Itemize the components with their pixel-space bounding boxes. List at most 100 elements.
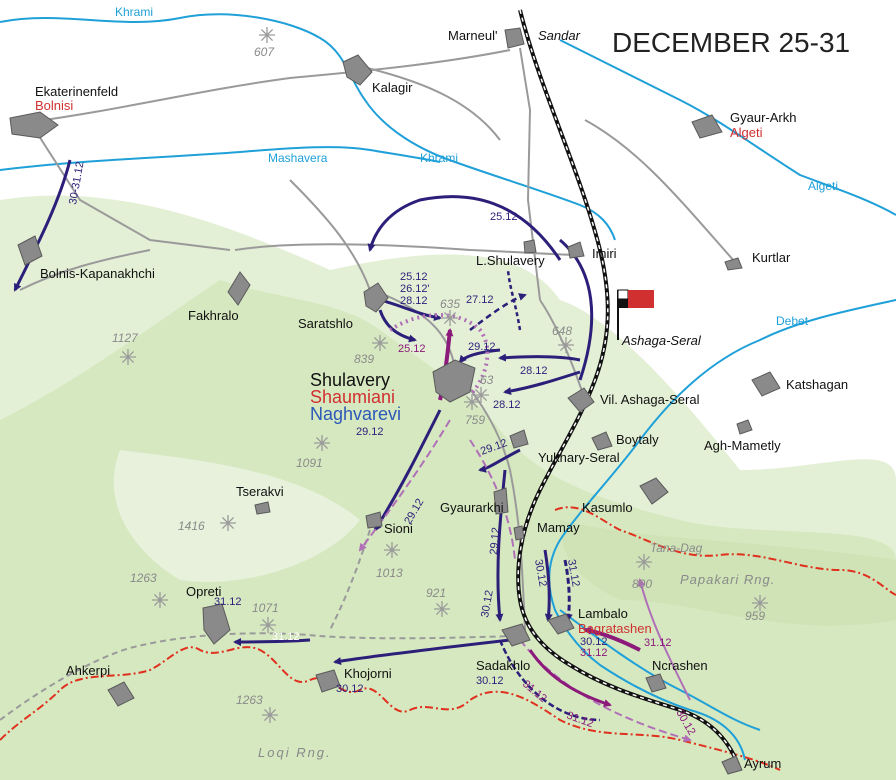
peak-label-1013: 1013 xyxy=(376,566,403,580)
date-29-12-a: 29.12 xyxy=(468,341,496,353)
date-29-12-e: 29.12 xyxy=(488,527,502,555)
peak-label-800: 800 xyxy=(632,577,652,591)
river-label-khrami-2: Khrami xyxy=(420,151,458,165)
label-sadakhlo: Sadakhlo xyxy=(476,658,530,673)
arrow-shulavery-28a xyxy=(498,353,581,362)
river-label-khrami-1: Khrami xyxy=(115,5,153,19)
peak-star-icon xyxy=(152,592,168,608)
river-mashavera xyxy=(0,146,441,171)
peak-label-1263b: 1263 xyxy=(236,693,263,707)
peak-label-1263a: 1263 xyxy=(130,571,157,585)
settlement-boytaly-shape xyxy=(591,431,613,451)
arrow-opreti xyxy=(233,637,311,646)
label-kasumlo: Kasumlo xyxy=(582,500,633,515)
label-ashaga-seral: Ashaga-Seral xyxy=(621,333,702,348)
arrow-light-sw xyxy=(358,419,451,552)
peak-star-icon xyxy=(464,394,480,410)
date-25-12-c: 25.12 xyxy=(398,343,426,355)
river-algeti xyxy=(559,39,896,216)
peak-star-icon xyxy=(752,595,768,611)
peak-labels: 607 635 648 839 1127 63 759 1091 1416 10… xyxy=(112,45,765,707)
arrow-purple-dotted xyxy=(388,313,490,397)
settlement-ekaterinenfeld-shape xyxy=(9,111,59,139)
settlement-shulavery-shape xyxy=(432,359,476,403)
label-kalagir: Kalagir xyxy=(372,80,413,95)
date-31-12-b: 31.12 xyxy=(214,596,242,608)
arrow-shulavery-29 xyxy=(458,348,501,364)
settlements xyxy=(9,27,781,775)
date-30-12-a: 30.12 xyxy=(479,589,496,618)
label-katshagan: Katshagan xyxy=(786,377,848,392)
label-mamay: Mamay xyxy=(537,520,580,535)
date-30-12-b: 30.12 xyxy=(532,558,549,587)
arrow-light-south xyxy=(469,439,516,561)
map-title: DECEMBER 25-31 xyxy=(612,27,850,58)
label-naghvarevi: Naghvarevi xyxy=(310,404,401,424)
rivers xyxy=(0,13,896,761)
peak-star-icon xyxy=(558,337,574,353)
date-27-12: 27.12 xyxy=(466,294,494,306)
settlement-vil-ashaga-seral-shape xyxy=(567,387,595,413)
settlement-lambalo-shape xyxy=(547,613,575,635)
river-lower-khrami xyxy=(559,609,761,731)
settlement-kasumlo-shape xyxy=(639,477,669,505)
label-saratshlo: Saratshlo xyxy=(298,316,353,331)
label-kurtlar: Kurtlar xyxy=(752,250,791,265)
label-ahkerpi: Ahkerpi xyxy=(66,663,110,678)
peak-star-icon xyxy=(262,707,278,723)
river-label-debet: Debet xyxy=(776,314,809,328)
label-tana-dag: Tana-Dag xyxy=(650,541,703,555)
label-ayrum: Ayrum xyxy=(744,756,781,771)
settlement-fakhralo-shape xyxy=(227,271,251,306)
hq-flag xyxy=(617,289,654,340)
peak-label-635: 635 xyxy=(440,297,460,311)
settlement-katshagan-shape xyxy=(751,371,781,397)
river-labels: Khrami Mashavera Khrami Algeti Debet xyxy=(115,5,838,328)
settlement-gyaur-arkh-shape xyxy=(691,114,723,139)
label-papakari-rng: Papakari Rng. xyxy=(680,572,775,587)
date-28-12-b: 28.12 xyxy=(520,365,548,377)
label-fakhralo: Fakhralo xyxy=(188,308,239,323)
arrow-yukhary-sw xyxy=(478,448,521,473)
peak-star-icon xyxy=(120,349,136,365)
settlement-tserakvi-shape xyxy=(254,501,271,515)
peak-markers xyxy=(120,27,768,723)
peak-label-607: 607 xyxy=(254,45,275,59)
label-ncrashen: Ncrashen xyxy=(652,658,708,673)
date-25-12-b: 25.12 xyxy=(400,271,428,283)
peak-star-icon xyxy=(372,335,388,351)
river-debet xyxy=(548,299,896,761)
label-vil-ashaga-seral: Vil. Ashaga-Seral xyxy=(600,392,700,407)
peak-star-icon xyxy=(260,617,276,633)
peak-label-959: 959 xyxy=(745,609,765,623)
label-algeti: Algeti xyxy=(730,125,763,140)
label-ekaterinenfeld: Ekaterinenfeld xyxy=(35,84,118,99)
arrow-dashed-north xyxy=(506,269,522,331)
settlement-ayrum-shape xyxy=(721,755,743,775)
arrow-light-sadakhlo xyxy=(519,639,692,743)
arrow-light-tana xyxy=(637,578,691,701)
settlement-opreti-shape xyxy=(202,603,231,645)
label-bolnisi: Bolnisi xyxy=(35,98,73,113)
label-bagratashen: Bagratashen xyxy=(578,621,652,636)
peak-label-63: 63 xyxy=(480,373,494,387)
date-30-12-d: 30.12 xyxy=(336,683,364,695)
label-sioni: Sioni xyxy=(384,521,413,536)
label-gyaur-arkh: Gyaur-Arkh xyxy=(730,110,796,125)
settlement-l-shulavery-shape xyxy=(523,239,537,254)
settlement-khojorni-shape xyxy=(315,669,341,693)
settlement-yukhary-seral-shape xyxy=(509,429,529,449)
state-border xyxy=(0,646,781,771)
date-31-12-c: 31.12 xyxy=(272,631,300,643)
label-loqi-rng: Loqi Rng. xyxy=(258,745,332,760)
terrain xyxy=(0,195,896,780)
label-tserakvi: Tserakvi xyxy=(236,484,284,499)
date-26-12: 26.12' xyxy=(400,283,430,295)
peak-label-759: 759 xyxy=(465,413,485,427)
arrow-dark-sadakhlo-se xyxy=(498,639,601,722)
peak-star-icon xyxy=(442,310,458,326)
label-l-shulavery: L.Shulavery xyxy=(476,253,545,268)
label-agh-mametly: Agh-Mametly xyxy=(704,438,781,453)
peak-star-icon xyxy=(434,601,450,617)
